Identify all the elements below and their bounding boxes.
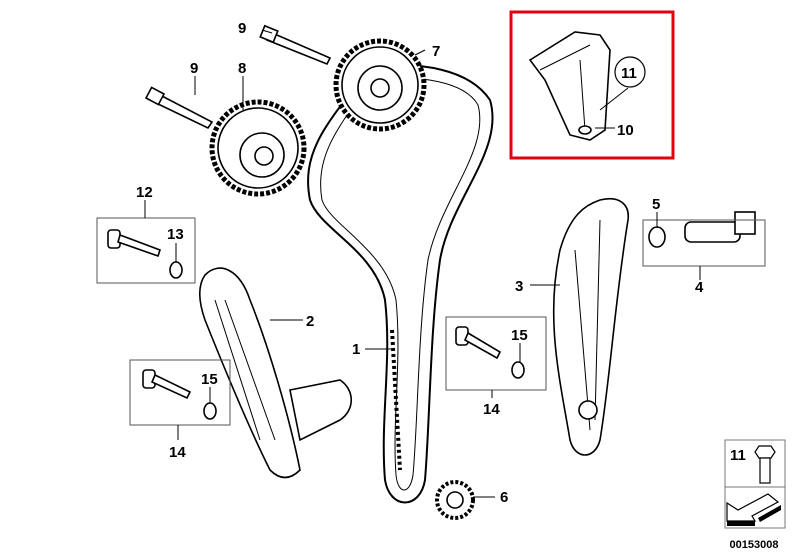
callout-circle <box>614 56 646 88</box>
timing-chain[interactable] <box>307 64 494 504</box>
callout-5: 5 <box>652 196 660 213</box>
bolt-lower[interactable] <box>144 86 214 130</box>
guide-rail[interactable] <box>198 267 353 479</box>
arrow-icon <box>726 493 781 526</box>
callout-14-right: 14 <box>483 401 500 418</box>
tensioner-rail[interactable] <box>552 198 629 456</box>
vanos-intake-sprocket[interactable] <box>209 99 307 197</box>
callout-7: 7 <box>432 43 440 60</box>
callout-4: 4 <box>695 279 704 296</box>
callout-8: 8 <box>238 60 246 77</box>
callout-14-left: 14 <box>169 444 186 461</box>
vanos-exhaust-sprocket[interactable] <box>333 38 427 132</box>
bracket[interactable] <box>528 31 611 141</box>
leader-lines <box>144 29 701 498</box>
callout-11: 11 <box>621 65 637 82</box>
callout-10: 10 <box>617 122 634 139</box>
bolt-kit-12[interactable] <box>96 217 196 284</box>
legend-part-number: 11 <box>730 447 746 464</box>
highlight-box <box>509 10 675 160</box>
callout-9-lower: 9 <box>190 60 198 77</box>
callout-6: 6 <box>500 489 508 506</box>
callout-15-left: 15 <box>201 371 218 388</box>
bolt-upper[interactable] <box>259 24 332 66</box>
legend-box: 11 <box>724 439 786 529</box>
bolt-kit-14-right[interactable] <box>445 316 547 391</box>
chain-tensioner[interactable] <box>648 211 756 248</box>
callout-13: 13 <box>167 226 184 243</box>
callout-15-right: 15 <box>511 327 528 344</box>
callout-2: 2 <box>306 313 314 330</box>
bolt-icon <box>754 445 776 484</box>
tensioner-box <box>642 219 766 267</box>
callout-1: 1 <box>352 341 360 358</box>
callout-3: 3 <box>515 278 523 295</box>
crank-sprocket[interactable] <box>435 480 475 520</box>
diagram-id: 00153008 <box>730 539 779 551</box>
callout-9-upper: 9 <box>238 20 246 37</box>
callout-12: 12 <box>136 184 153 201</box>
bolt-kit-14-left[interactable] <box>129 359 231 426</box>
